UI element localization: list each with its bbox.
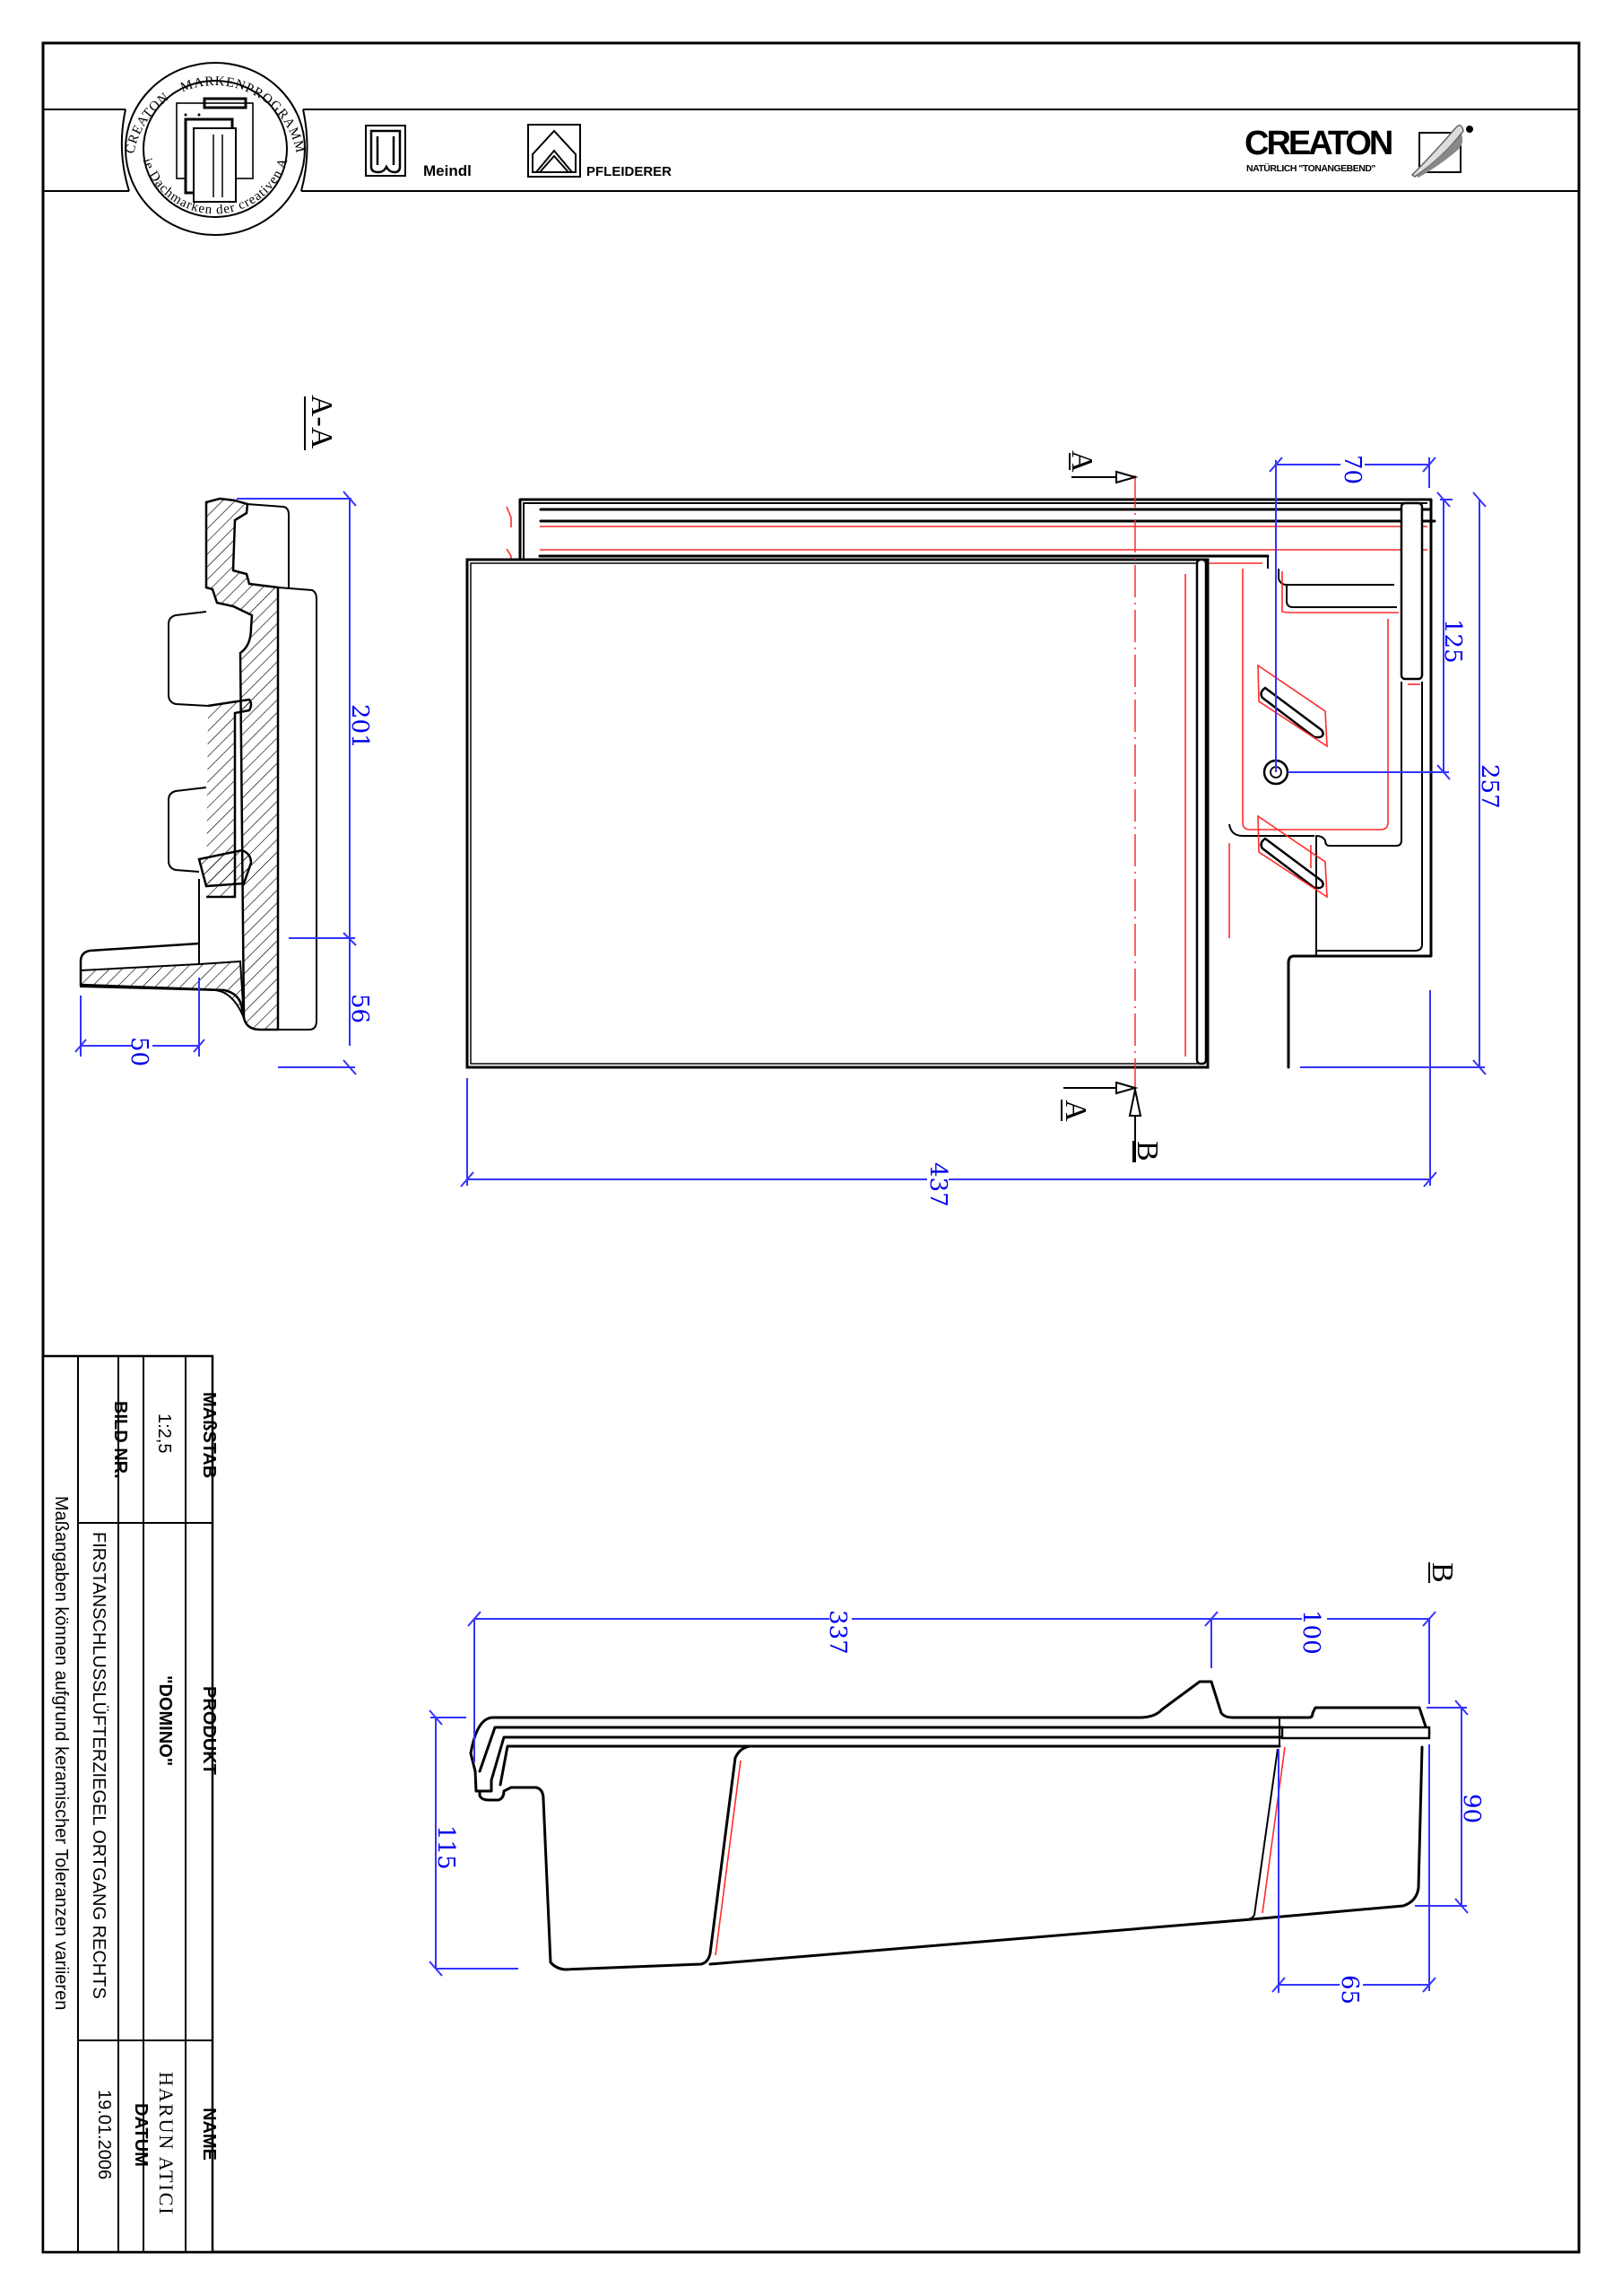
meindl-logo: Meindl <box>365 125 472 179</box>
section-aa-profile <box>204 497 280 1031</box>
header-band <box>43 109 1579 192</box>
dim-b-90: 90 <box>1458 1794 1485 1823</box>
name-value: HARUN ATICI <box>155 2072 178 2216</box>
dim-b-115: 115 <box>432 1825 459 1870</box>
svg-text:B: B <box>1131 1141 1164 1161</box>
creaton-logo: CREATON NATÜRLICH "TONANGEBEND" <box>1245 125 1473 178</box>
section-marker-top: A <box>1065 450 1139 484</box>
dim-plan-257: 257 <box>1476 764 1503 809</box>
pfleiderer-chevron-icon <box>532 129 577 173</box>
side-view-b: B 337 100 115 <box>429 1562 1485 2005</box>
pfleiderer-logo: PFLEIDERER <box>527 124 672 179</box>
dim-aa-56: 56 <box>346 994 373 1023</box>
name-label: NAME <box>199 2108 219 2161</box>
svg-text:A: A <box>1059 1100 1092 1122</box>
dim-aa-201: 201 <box>346 704 373 749</box>
dim-b-337: 337 <box>824 1610 851 1655</box>
section-aa-label: A-A <box>305 395 338 449</box>
title-block: MAßSTAB 1:2,5 BILD NR. PRODUKT "DOMINO" … <box>41 1354 219 2254</box>
view-marker-b: B <box>1128 1088 1164 1162</box>
dim-b-100: 100 <box>1297 1610 1324 1655</box>
massstab-label: MAßSTAB <box>199 1392 219 1478</box>
produkt-value: "DOMINO" <box>155 1675 175 1766</box>
dim-plan-437: 437 <box>924 1162 951 1207</box>
svg-text:A: A <box>1065 450 1098 473</box>
datum-value: 19.01.2006 <box>94 2090 114 2179</box>
datum-label: DATUM <box>131 2103 151 2167</box>
meindl-label: Meindl <box>423 162 472 179</box>
produkt-label: PRODUKT <box>199 1686 219 1775</box>
dim-plan-125: 125 <box>1439 619 1466 664</box>
description: FIRSTANSCHLUSSLÜFTERZIEGEL ORTGANG RECHT… <box>89 1532 108 1999</box>
creaton-wordmark: CREATON <box>1245 125 1392 162</box>
section-aa-view: A-A 201 56 50 <box>74 395 373 1075</box>
sheet-border <box>41 41 1581 2254</box>
dim-b-65: 65 <box>1336 1975 1363 2005</box>
roof-tiles-icon <box>176 97 254 203</box>
dim-plan-70: 70 <box>1339 455 1366 484</box>
plan-view: A A B 70 125 257 <box>460 450 1503 1207</box>
massstab-value: 1:2,5 <box>154 1413 174 1453</box>
vent-slot <box>1257 814 1328 899</box>
pfleiderer-label: PFLEIDERER <box>586 164 672 179</box>
tolerance-note: Maßangaben können aufgrund keramischer T… <box>51 1496 71 2010</box>
side-view-b-label: B <box>1426 1562 1459 1583</box>
bild-nr-label: BILD NR. <box>110 1401 130 1479</box>
section-marker-bottom: A <box>1059 1081 1139 1122</box>
vent-slot <box>1257 664 1328 748</box>
creaton-seal-logo: CREATON - MARKENPROGRAMM Die Dachmarken … <box>0 0 307 236</box>
creaton-tagline: NATÜRLICH "TONANGEBEND" <box>1246 162 1375 174</box>
dim-aa-50: 50 <box>126 1037 152 1066</box>
